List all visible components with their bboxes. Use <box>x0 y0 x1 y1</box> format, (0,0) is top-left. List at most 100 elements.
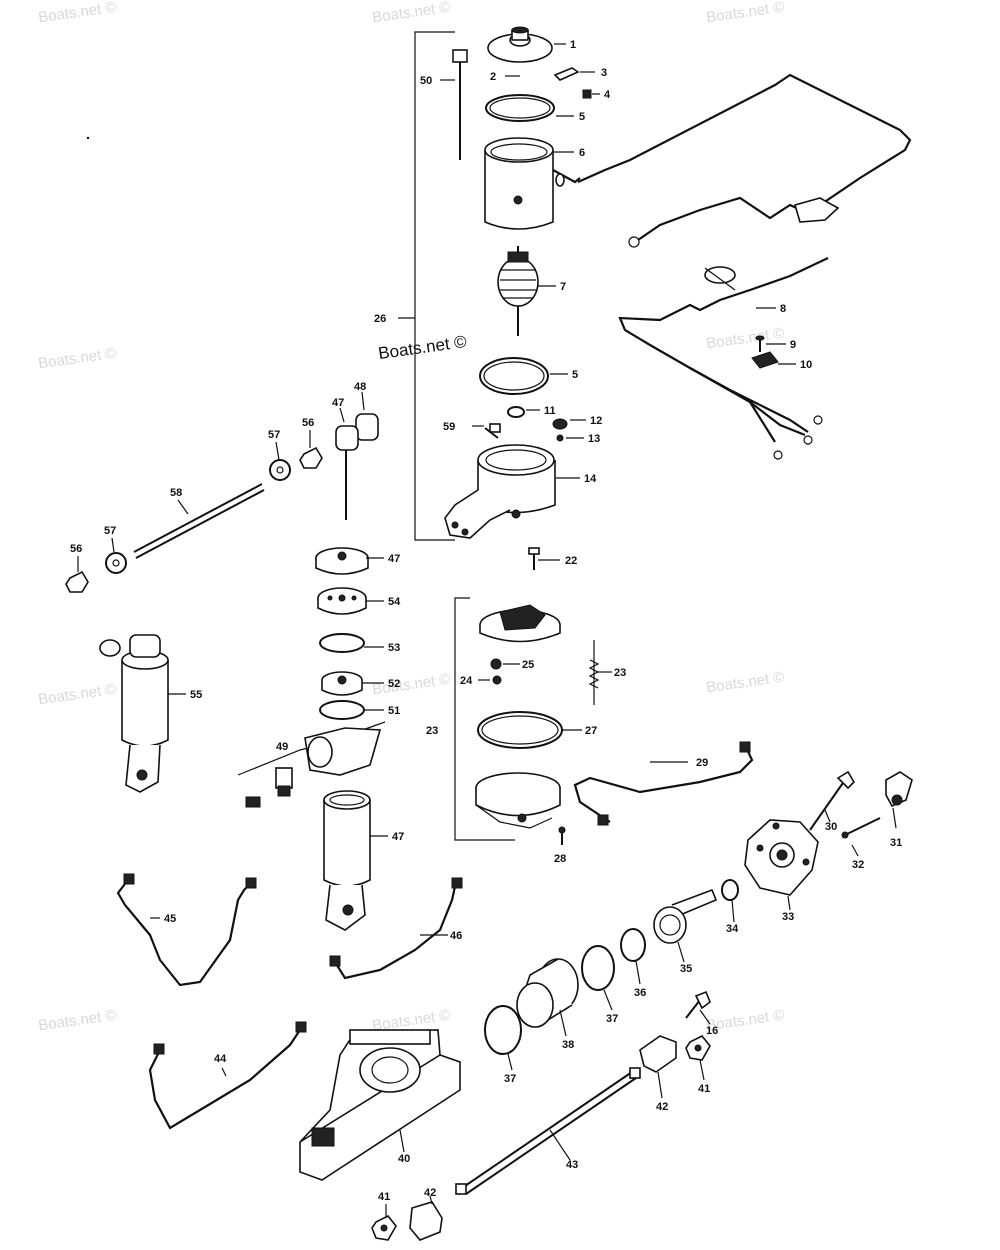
part-55-cylinder <box>99 634 169 793</box>
callout-38: 38 <box>562 1039 574 1051</box>
callout-24: 24 <box>460 675 473 687</box>
callout-48: 48 <box>354 381 366 393</box>
part-47-cap <box>315 547 369 575</box>
part-22-screw <box>528 547 540 570</box>
part-12-plug <box>552 418 568 430</box>
callout-41b: 41 <box>378 1191 390 1203</box>
callout-4: 4 <box>604 89 611 101</box>
callout-31: 31 <box>890 837 902 849</box>
part-4-screw <box>582 89 592 99</box>
part-30-bolt <box>809 770 856 831</box>
callout-30: 30 <box>825 821 837 833</box>
callout-44: 44 <box>214 1053 227 1065</box>
part-3-brush <box>553 67 580 81</box>
part-46-tube <box>334 881 458 980</box>
part-33-flange <box>744 819 819 896</box>
part-40-mount-bracket <box>299 1029 461 1181</box>
callout-27: 27 <box>585 725 597 737</box>
callout-53: 53 <box>388 642 400 654</box>
callout-6: 6 <box>579 147 585 159</box>
part-52-piston-ring <box>321 671 363 696</box>
part-23-pump-top <box>479 604 561 643</box>
callout-47a: 47 <box>332 397 344 409</box>
callout-40: 40 <box>398 1153 410 1165</box>
part-34-ring <box>721 879 739 901</box>
part-5-ring <box>485 94 555 122</box>
part-28-screw <box>558 826 566 845</box>
callout-labels: 1 2 3 4 5 6 7 8 9 10 5 11 12 13 14 59 26… <box>70 39 902 1203</box>
part-41-nut-right <box>685 1034 711 1061</box>
part-45-tube <box>116 879 253 987</box>
callout-29: 29 <box>696 757 708 769</box>
part-9-screw <box>755 335 765 352</box>
part-56-nut-upper <box>299 446 323 469</box>
callout-51: 51 <box>388 705 400 717</box>
part-51-oring <box>319 700 365 720</box>
callout-1: 1 <box>570 39 576 51</box>
part-37-ring-upper <box>581 945 615 991</box>
part-23-pump-base <box>475 772 561 829</box>
callout-47c: 47 <box>392 831 404 843</box>
callout-54: 54 <box>388 596 401 608</box>
callout-56a: 56 <box>302 417 314 429</box>
part-58-pin <box>133 483 265 559</box>
callout-34: 34 <box>726 923 739 935</box>
callout-12: 12 <box>590 415 602 427</box>
part-59-screw <box>484 423 501 439</box>
part-41-nut-left <box>371 1214 397 1241</box>
callout-56b: 56 <box>70 543 82 555</box>
part-37-ring-lower <box>484 1005 522 1055</box>
callout-26: 26 <box>374 313 386 325</box>
harness-wire <box>577 73 912 248</box>
part-10-clip <box>751 351 779 369</box>
part-42-sleeve-left <box>409 1201 443 1241</box>
part-6-motor-frame <box>484 137 581 230</box>
part-44-tube <box>148 1029 301 1130</box>
callout-42b: 42 <box>424 1187 436 1199</box>
callout-14: 14 <box>584 473 597 485</box>
callout-37a: 37 <box>606 1013 618 1025</box>
callout-11: 11 <box>544 405 556 417</box>
part-23-spring <box>588 640 600 705</box>
part-7-armature <box>497 246 539 336</box>
callout-55: 55 <box>190 689 202 701</box>
callout-42a: 42 <box>656 1101 668 1113</box>
callout-22: 22 <box>565 555 577 567</box>
callout-58: 58 <box>170 487 182 499</box>
callout-3: 3 <box>601 67 607 79</box>
callout-37b: 37 <box>504 1073 516 1085</box>
part-38-sleeve <box>516 958 579 1028</box>
group-bracket-26 <box>414 31 455 541</box>
callout-32: 32 <box>852 859 864 871</box>
part-47-lower-cylinder <box>323 790 371 931</box>
part-35-piston <box>653 888 718 944</box>
part-42-sleeve-right <box>639 1035 677 1073</box>
callout-36: 36 <box>634 987 646 999</box>
callout-43: 43 <box>566 1159 578 1171</box>
part-11-washer <box>507 406 525 418</box>
callout-9: 9 <box>790 339 796 351</box>
part-36-ring <box>620 928 646 962</box>
part-29-tube <box>573 744 754 823</box>
callout-33: 33 <box>782 911 794 923</box>
part-8-harness <box>618 257 829 460</box>
callout-5b: 5 <box>572 369 578 381</box>
part-14-pump-base <box>444 444 556 539</box>
callout-8: 8 <box>780 303 786 315</box>
callout-2: 2 <box>490 71 496 83</box>
part-27-oring <box>477 711 563 749</box>
part-43-shaft <box>455 1067 641 1195</box>
part-32-screw <box>841 817 881 839</box>
part-48-bushing <box>355 413 379 441</box>
callout-46: 46 <box>450 930 462 942</box>
part-24-check <box>492 675 502 685</box>
part-57-washer-upper <box>269 459 291 481</box>
part-49-clamp <box>245 727 382 808</box>
part-1-end-cap <box>487 26 553 63</box>
part-31-fitting <box>885 771 913 808</box>
part-53-oring <box>319 633 365 653</box>
callout-23b: 23 <box>426 725 438 737</box>
callout-49: 49 <box>276 741 288 753</box>
